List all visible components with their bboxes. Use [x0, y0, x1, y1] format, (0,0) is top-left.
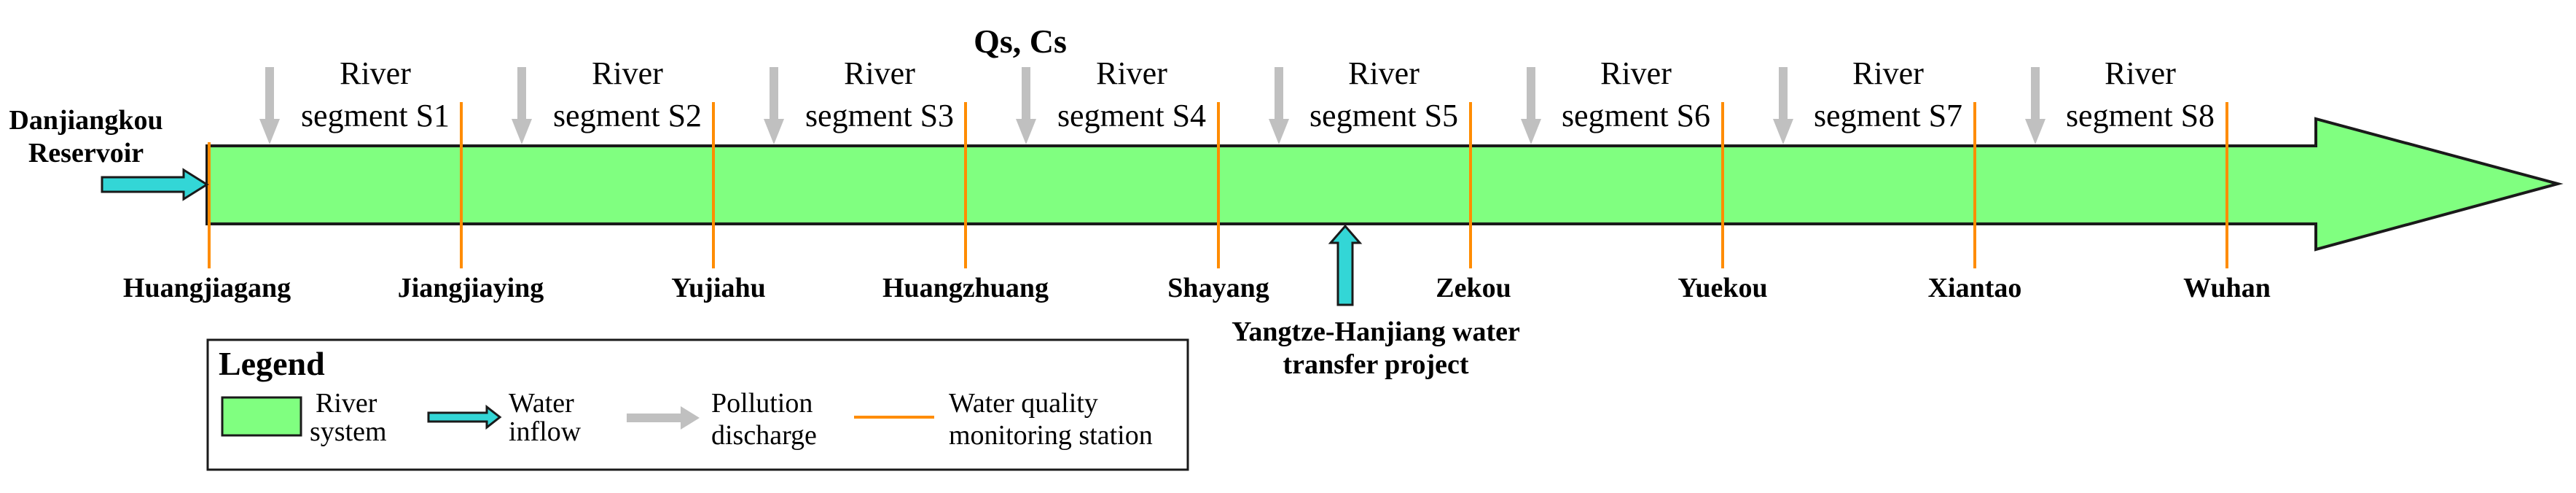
- segment-label-line1: River: [2105, 55, 2176, 91]
- segment-label-line2: segment S1: [301, 98, 450, 133]
- segment-label-line1: River: [592, 55, 663, 91]
- pollution-arrow-icon: [2025, 67, 2045, 144]
- legend-station-line2: monitoring station: [949, 420, 1153, 451]
- legend-inflow-line1: Water: [509, 388, 574, 419]
- segment-label-line2: segment S7: [1814, 98, 1962, 133]
- segment-label-line2: segment S4: [1057, 98, 1206, 133]
- segment-label-line2: segment S8: [2066, 98, 2215, 133]
- station-label: Yuekou: [1677, 273, 1767, 303]
- transfer-inflow-arrow-icon: [1328, 224, 1363, 306]
- pollution-arrow-icon: [259, 67, 280, 144]
- pollution-arrow-icon: [1521, 67, 1541, 144]
- segment-label-line1: River: [1600, 55, 1672, 91]
- station-label: Wuhan: [2183, 273, 2271, 303]
- legend-river-line1: River: [316, 388, 377, 419]
- inflow-arrow-icon: [101, 168, 209, 201]
- source-label-line1: Danjiangkou: [9, 105, 163, 136]
- legend: Legend River system Water inflow Polluti…: [206, 338, 1189, 471]
- pollution-arrow-icon: [764, 67, 784, 144]
- legend-pollution-icon: [627, 406, 700, 430]
- station-label: Yujiahu: [671, 273, 766, 303]
- legend-river-swatch: [221, 396, 302, 437]
- segment-label-line2: segment S5: [1309, 98, 1458, 133]
- diagram-title: Qs, Cs: [974, 23, 1067, 60]
- segment-labels: River segment S1 River segment S2 River segme…: [301, 55, 2215, 133]
- monitoring-stations: Huangjiagang Jiangjiaying Yujiahu Huangzhua…: [123, 102, 2271, 303]
- pollution-arrow-icon: [512, 67, 532, 144]
- station-label: Jiangjiaying: [398, 273, 544, 303]
- segment-label-line2: segment S6: [1562, 98, 1710, 133]
- station-label: Zekou: [1436, 273, 1511, 303]
- transfer-label-line1: Yangtze-Hanjiang water: [1232, 317, 1520, 347]
- station-label: Xiantao: [1928, 273, 2022, 303]
- segment-label-line1: River: [1852, 55, 1924, 91]
- segment-label-line1: River: [844, 55, 915, 91]
- legend-box: [206, 338, 1189, 471]
- segment-label-line1: River: [340, 55, 411, 91]
- legend-inflow-icon: [427, 404, 502, 430]
- pollution-arrow-icon: [1269, 67, 1289, 144]
- source-label-line2: Reservoir: [28, 138, 144, 168]
- pollution-arrows: [259, 67, 2045, 144]
- legend-station-line1: Water quality: [949, 388, 1098, 419]
- legend-title: Legend: [219, 345, 325, 382]
- transfer-label-line2: transfer project: [1283, 349, 1469, 380]
- segment-label-line1: River: [1348, 55, 1420, 91]
- legend-pollution-line2: discharge: [711, 420, 817, 451]
- pollution-arrow-icon: [1016, 67, 1036, 144]
- segment-label-line1: River: [1096, 55, 1167, 91]
- river-arrow: [205, 117, 2564, 252]
- segment-label-line2: segment S2: [553, 98, 702, 133]
- pollution-arrow-icon: [1773, 67, 1793, 144]
- legend-pollution-line1: Pollution: [711, 388, 813, 419]
- legend-inflow-line2: inflow: [509, 416, 582, 447]
- segment-label-line2: segment S3: [805, 98, 954, 133]
- station-label: Huangzhuang: [882, 273, 1049, 303]
- legend-river-line2: system: [310, 416, 387, 447]
- station-label: Shayang: [1167, 273, 1269, 303]
- station-label: Huangjiagang: [123, 273, 291, 303]
